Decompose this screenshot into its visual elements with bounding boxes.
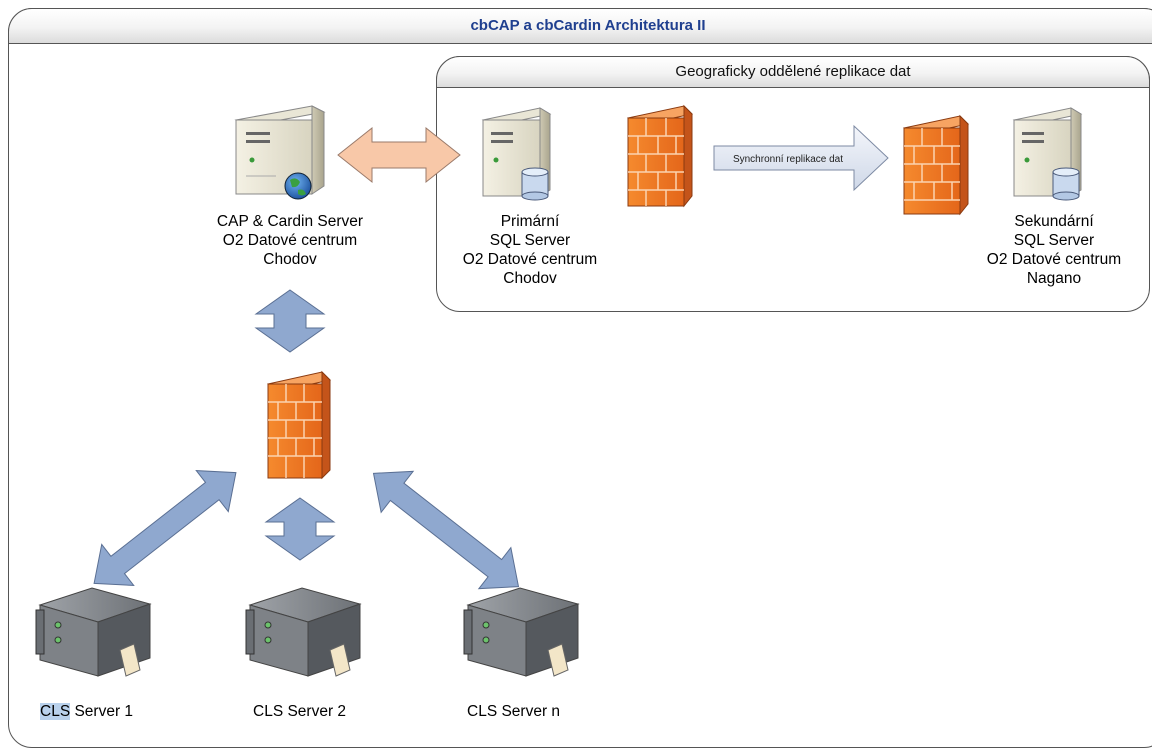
sync-replication-arrow: Synchronní replikace dat (713, 124, 889, 192)
secondary-sql-server-icon (1012, 107, 1083, 201)
cls-server-n-icon (463, 587, 580, 677)
cls-server-1-icon (35, 587, 152, 677)
cap-sql-link-arrow (337, 126, 461, 184)
firewall-cls1-link-arrow (93, 470, 237, 586)
secondary-sql-label-line2: SQL Server (1013, 232, 1095, 249)
cap-server-label-line2: O2 Datové centrum (222, 232, 358, 249)
cap-server-label-line1: CAP & Cardin Server (216, 213, 364, 230)
central-firewall-icon (267, 370, 331, 480)
primary-sql-label-line3: O2 Datové centrum (462, 251, 598, 268)
firewall-icon (626, 104, 694, 208)
secondary-sql-label-line3: O2 Datové centrum (986, 251, 1122, 268)
cap-firewall-link-arrow (254, 289, 326, 353)
cls-server-1-label-highlight: CLS (40, 703, 71, 720)
firewall-secondary-icon (902, 114, 970, 216)
cls-server-2-icon (245, 587, 362, 677)
diagram-title: cbCAP a cbCardin Architektura II (8, 8, 1152, 44)
sync-replication-label: Synchronní replikace dat (733, 154, 843, 165)
replication-panel-title: Geograficky oddělené replikace dat (436, 56, 1150, 88)
cls-server-n-label: CLS Server n (467, 703, 561, 720)
firewall-cls2-link-arrow (264, 497, 336, 561)
secondary-sql-label: Sekundární SQL Server O2 Datové centrum … (956, 212, 1152, 288)
diagram-graphics: Synchronní replikace dat (35, 104, 1083, 677)
primary-sql-label-line2: SQL Server (489, 232, 571, 249)
primary-sql-label-line4: Chodov (503, 270, 557, 287)
globe-icon (284, 172, 312, 200)
primary-sql-server-icon (481, 107, 552, 201)
diagram-canvas: cbCAP a cbCardin Architektura II Geograf… (8, 8, 1152, 748)
cap-server-icon (234, 105, 326, 200)
cls-server-1-label: CLS Server 1 (40, 703, 133, 721)
cap-server-label-line3: Chodov (263, 251, 317, 268)
cls-server-1-label-rest: Server 1 (70, 703, 134, 720)
primary-sql-label-line1: Primární (500, 213, 560, 230)
cls-server-2-label: CLS Server 2 (253, 703, 347, 720)
cap-server-label: CAP & Cardin Server O2 Datové centrum Ch… (178, 212, 402, 269)
firewall-clsn-link-arrow (372, 470, 520, 590)
secondary-sql-label-line1: Sekundární (1014, 213, 1094, 230)
database-secondary-icon (1052, 167, 1080, 201)
secondary-sql-label-line4: Nagano (1026, 270, 1082, 287)
database-icon (521, 167, 549, 201)
primary-sql-label: Primární SQL Server O2 Datové centrum Ch… (430, 212, 630, 288)
